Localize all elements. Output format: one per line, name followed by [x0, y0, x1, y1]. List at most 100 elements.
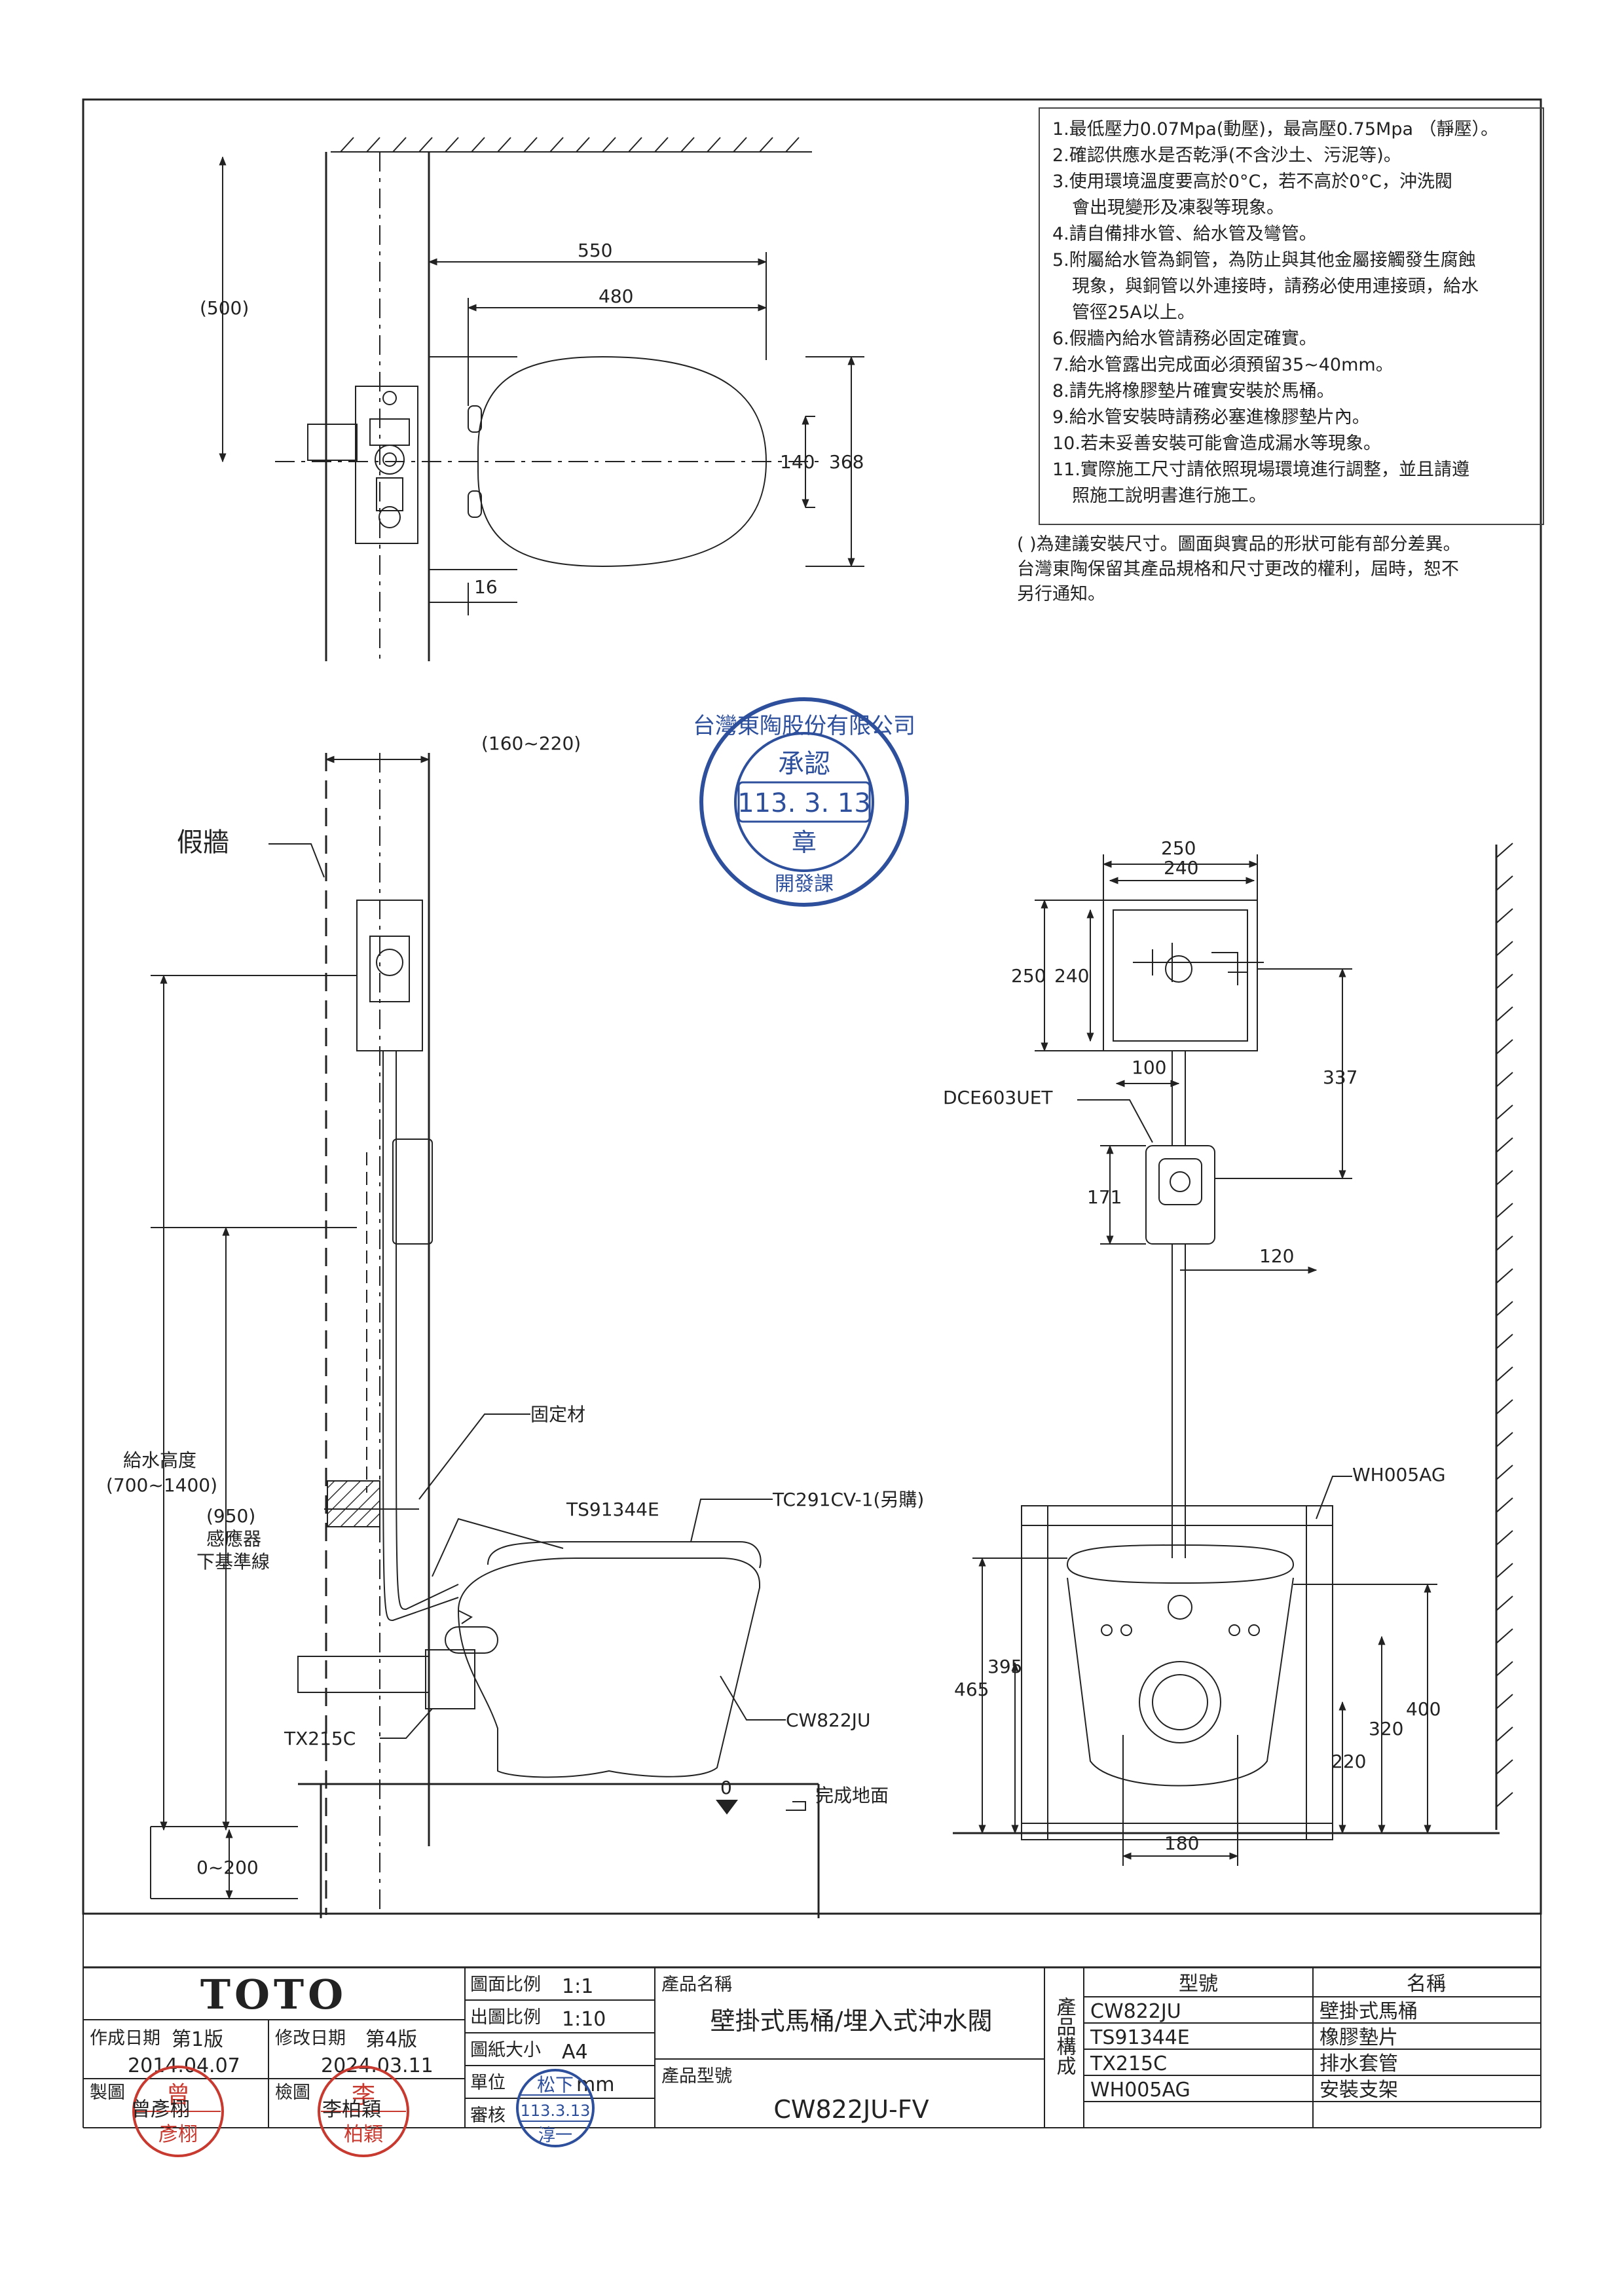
paper-value: A4: [562, 2041, 588, 2064]
note-line: 8.請先將橡膠墊片確實安裝於馬桶。: [1052, 381, 1335, 401]
review-seal: 松下 113.3.13 淳一: [516, 2069, 595, 2147]
part-model: TS91344E: [1090, 2026, 1190, 2049]
scale-label: 圖面比例: [470, 1975, 541, 1995]
product-name-label: 產品名稱: [661, 1975, 732, 1995]
zero-label: 0: [720, 1777, 732, 1798]
dim-337: 337: [1323, 1066, 1357, 1088]
valve-label: DCE603UET: [943, 1087, 1053, 1108]
title-block: TOTO 作成日期 第1版 2014.04.07 修改日期 第4版 2024.0…: [83, 1914, 1541, 2157]
dim-480: 480: [599, 285, 633, 307]
model-header: 型號: [1179, 1973, 1218, 1995]
dim-395: 395: [987, 1656, 1022, 1677]
fake-wall-label: 假牆: [177, 828, 229, 858]
dim-240-width: 240: [1164, 857, 1198, 879]
product-name: 壁掛式馬桶/埋入式沖水閥: [710, 2007, 993, 2035]
part-name: 橡膠墊片: [1320, 2026, 1398, 2049]
drawn-by-name: 曾彥栩: [131, 2098, 190, 2121]
print-scale-value: 1:10: [562, 2008, 606, 2031]
created-version: 第1版: [172, 2028, 223, 2051]
part-name: 壁掛式馬桶: [1320, 2000, 1418, 2023]
sensor-label: 感應器: [206, 1528, 261, 1550]
note-line: 現象，與銅管以外連接時，請務必使用連接頭，給水: [1072, 276, 1479, 297]
note-line: 5.附屬給水管為銅管，為防止與其他金屬接觸發生腐蝕: [1052, 250, 1476, 270]
revised-label: 修改日期: [275, 2028, 346, 2049]
product-model-label: 產品型號: [661, 2066, 732, 2086]
created-date: 2014.04.07: [128, 2054, 240, 2077]
created-label: 作成日期: [90, 2028, 160, 2049]
unit-value: mm: [576, 2073, 614, 2096]
frame-label: WH005AG: [1352, 1464, 1446, 1485]
dim-368: 368: [829, 451, 864, 473]
part-model: TX215C: [1090, 2052, 1167, 2075]
drawn-label: 製圖: [90, 2083, 125, 2103]
approval-stamp: 台灣東陶股份有限公司 承認 113. 3. 13 章 開發課: [693, 697, 915, 907]
note-line: 11.實際施工尺寸請依照現場環境進行調整，並且請遵: [1052, 460, 1469, 480]
review-seal-name: 松下: [537, 2074, 574, 2096]
drawn-seal-surname: 曾: [166, 2082, 190, 2109]
dim-465: 465: [954, 1679, 989, 1700]
sensor-height: (950): [206, 1505, 255, 1527]
sensor-baseline: 下基準線: [196, 1551, 270, 1573]
note-line: 照施工說明書進行施工。: [1072, 486, 1266, 506]
note-line: 9.給水管安裝時請務必塞進橡膠墊片內。: [1052, 407, 1370, 428]
part-name: 安裝支架: [1320, 2079, 1398, 2102]
installation-notes: 1.最低壓力0.07Mpa(動壓)，最高壓0.75Mpa （靜壓）。 2.確認供…: [1039, 107, 1544, 525]
front-labels: 250 240 250 240 100 337 DCE603UET 171 12…: [943, 837, 1446, 1854]
dim-400: 400: [1406, 1698, 1441, 1720]
disclaimer-line: 另行通知。: [1017, 584, 1105, 604]
plan-dimensions: (500) 550 480 140 368 16: [200, 240, 864, 598]
stamp-company: 台灣東陶股份有限公司: [693, 713, 915, 739]
name-header: 名稱: [1407, 1973, 1446, 1995]
drain-label: TX215C: [284, 1728, 356, 1749]
dim-160-220: (160~220): [481, 733, 581, 754]
dim-171: 171: [1087, 1186, 1122, 1208]
product-model: CW822JU-FV: [773, 2095, 929, 2124]
gasket-label: TS91344E: [566, 1499, 659, 1520]
review-label: 審核: [470, 2105, 506, 2126]
dim-0-200: 0~200: [196, 1857, 259, 1878]
dim-240-height: 240: [1054, 965, 1089, 987]
disclaimer-line: ( )為建議安裝尺寸。圖面與實品的形狀可能有部分差異。: [1017, 534, 1461, 555]
revised-version: 第4版: [365, 2028, 417, 2051]
part-name: 排水套管: [1320, 2052, 1398, 2075]
paper-label: 圖紙大小: [470, 2040, 541, 2060]
dim-550: 550: [578, 240, 612, 261]
seat-label: TC291CV-1(另購): [772, 1489, 924, 1510]
note-line: 4.請自備排水管、給水管及彎管。: [1052, 224, 1317, 244]
stamp-dept: 開發課: [775, 873, 834, 896]
note-line: 7.給水管露出完成面必須預留35~40mm。: [1052, 355, 1393, 375]
dim-120: 120: [1259, 1245, 1294, 1267]
plan-view: [219, 137, 864, 661]
note-line: 1.最低壓力0.07Mpa(動壓)，最高壓0.75Mpa （靜壓）。: [1052, 119, 1498, 139]
note-line: 3.使用環境溫度要高於0°C，若不高於0°C，沖洗閥: [1052, 172, 1452, 192]
dim-250-height: 250: [1011, 965, 1046, 987]
bowl-label: CW822JU: [786, 1709, 870, 1731]
dim-180: 180: [1164, 1832, 1199, 1854]
disclaimer: ( )為建議安裝尺寸。圖面與實品的形狀可能有部分差異。 台灣東陶保留其產品規格和…: [1017, 534, 1461, 604]
note-line: 10.若未妥善安裝可能會造成漏水等現象。: [1052, 433, 1381, 454]
drawn-by-seal: 曾 彥栩: [132, 2066, 224, 2157]
supply-height-label: 給水高度: [123, 1449, 196, 1471]
print-scale-label: 出圖比例: [470, 2007, 541, 2028]
side-view: [150, 753, 820, 1918]
checked-seal-given: 柏穎: [344, 2123, 383, 2146]
front-view: [953, 843, 1513, 1866]
note-line: 會出現變形及凍裂等現象。: [1072, 198, 1284, 218]
note-line: 6.假牆內給水管請務必固定確實。: [1052, 329, 1317, 349]
review-seal-given: 淳一: [538, 2126, 572, 2145]
dim-100: 100: [1132, 1057, 1166, 1078]
drawn-seal-given: 彥栩: [158, 2123, 198, 2146]
review-seal-date: 113.3.13: [521, 2102, 591, 2120]
unit-label: 單位: [470, 2073, 506, 2093]
drawing-border: [82, 98, 1542, 1915]
note-line: 2.確認供應水是否乾淨(不含沙土、污泥等)。: [1052, 145, 1401, 166]
stamp-approved: 承認: [778, 749, 830, 779]
checked-seal-surname: 李: [352, 2082, 375, 2109]
dim-16: 16: [474, 576, 498, 598]
side-labels: (160~220) 假牆 固定材 TS91344E TC291CV-1(另購) …: [106, 733, 924, 1878]
disclaimer-line: 台灣東陶保留其產品規格和尺寸更改的權利，屆時，恕不: [1017, 559, 1459, 579]
part-model: CW822JU: [1090, 2000, 1181, 2023]
checked-label: 檢圖: [275, 2083, 310, 2103]
fixing-label: 固定材: [530, 1404, 585, 1425]
